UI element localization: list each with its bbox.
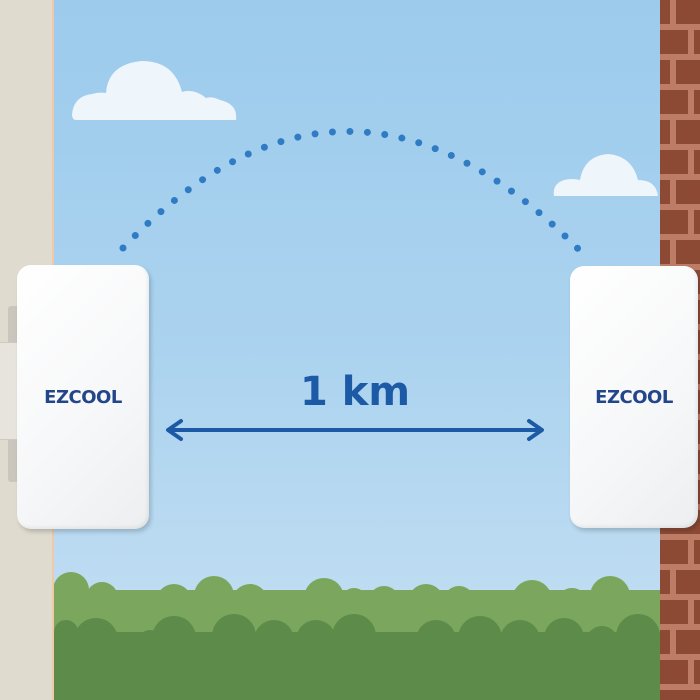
brand-logo: EZCOOL (44, 386, 122, 408)
mortar-joint (688, 660, 694, 684)
wireless-bridge-left: EZCOOL (17, 265, 149, 529)
mortar-joint (688, 600, 694, 624)
mortar-joint (688, 150, 694, 174)
mortar-joint (688, 90, 694, 114)
mortar-joint (688, 540, 694, 564)
distance-label: 1 km (299, 369, 411, 415)
mortar-joint (688, 210, 694, 234)
double-arrow-icon (166, 419, 544, 441)
brand-logo: EZCOOL (595, 386, 673, 408)
mortar-joint (670, 180, 676, 204)
mortar-joint (670, 60, 676, 84)
cloud-icon (553, 154, 658, 196)
mortar-joint (670, 240, 676, 264)
mortar-joint (688, 30, 694, 54)
cloud-icon (72, 61, 237, 120)
mortar-joint (670, 120, 676, 144)
mortar-joint (670, 630, 676, 654)
mortar-joint (670, 0, 676, 24)
mortar-joint (670, 570, 676, 594)
wireless-bridge-right: EZCOOL (570, 266, 698, 528)
hedge (54, 572, 660, 700)
